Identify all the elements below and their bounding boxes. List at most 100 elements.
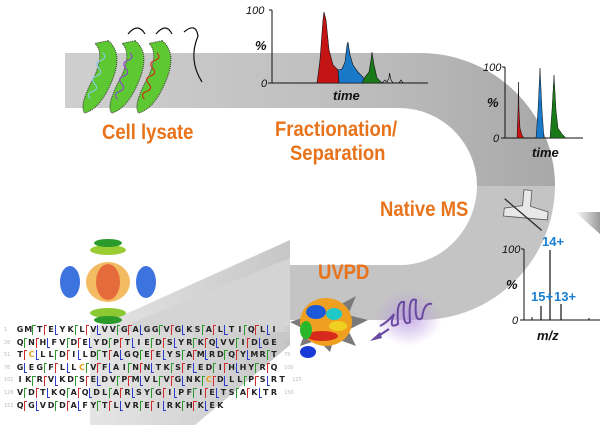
- residue: R: [259, 350, 266, 360]
- residue: I: [156, 400, 160, 410]
- residue: G: [124, 350, 131, 360]
- cleavage-marker: [159, 375, 163, 386]
- step-label-uvpd: UVPD: [318, 261, 370, 284]
- residue: S: [194, 325, 201, 334]
- residue: G: [16, 325, 24, 334]
- residue: L: [113, 400, 119, 410]
- residue: D: [90, 350, 97, 360]
- chrom1-xlabel: time: [333, 88, 360, 103]
- cleavage-marker: [182, 363, 186, 374]
- residue: S: [228, 387, 235, 397]
- ms-ytick-100: 100: [502, 244, 521, 256]
- fractionation-line2: Separation: [289, 141, 386, 165]
- cleavage-marker: [46, 388, 51, 399]
- ms-ylabel: %: [506, 277, 518, 292]
- residue: F: [48, 362, 54, 372]
- residue: L: [102, 387, 108, 397]
- residue: R: [186, 337, 193, 347]
- residue: E: [48, 325, 54, 334]
- residue: V: [59, 337, 66, 347]
- cleavage-marker: [182, 350, 186, 361]
- step-label-fractionation: Fractionation/ Separation: [275, 118, 397, 165]
- residue: V: [163, 375, 170, 385]
- residue: Y: [144, 387, 150, 397]
- cleavage-marker: [266, 350, 270, 361]
- residue: G: [28, 400, 35, 410]
- residue: K: [251, 387, 258, 397]
- cleavage-marker: [213, 375, 217, 386]
- residue: S: [135, 387, 142, 397]
- residue: I: [18, 375, 22, 385]
- residue: V: [16, 387, 24, 397]
- residue: K: [67, 325, 74, 334]
- residue: K: [59, 375, 66, 385]
- residue: L: [152, 375, 158, 385]
- cleavage-marker: [182, 375, 186, 386]
- sequence-start-number: 26: [4, 339, 11, 346]
- workflow-band-bottom: [290, 186, 555, 320]
- residue: E: [90, 375, 97, 385]
- residue: V: [90, 325, 97, 334]
- cleavage-marker: [32, 375, 36, 386]
- residue: T: [279, 375, 285, 385]
- cleavage-marker: [224, 325, 228, 336]
- cleavage-marker: [108, 337, 112, 348]
- cleavage-marker: [162, 400, 166, 411]
- cleavage-marker: [193, 350, 197, 361]
- residue: C: [28, 350, 35, 360]
- residue: T: [101, 400, 108, 410]
- residue: N: [143, 362, 151, 372]
- residue: P: [248, 375, 255, 385]
- residue: V: [124, 400, 131, 410]
- residue: V: [109, 375, 116, 385]
- residue: T: [228, 325, 235, 334]
- chrom2-ytick-100: 100: [483, 62, 502, 74]
- residue: D: [155, 337, 162, 347]
- residue: G: [36, 362, 43, 372]
- residue: N: [28, 337, 35, 347]
- cleavage-marker: [204, 350, 208, 361]
- cleavage-marker: [243, 325, 248, 336]
- cleavage-marker: [170, 325, 174, 336]
- residue: T: [40, 387, 46, 397]
- residue: G: [174, 325, 182, 334]
- residue: M: [24, 325, 33, 334]
- residue: Y: [178, 337, 185, 347]
- cleavage-marker: [35, 337, 39, 348]
- ms-xlabel: m/z: [537, 328, 559, 343]
- residue: K: [174, 400, 182, 410]
- cleavage-marker: [139, 363, 143, 374]
- residue: Y: [90, 400, 97, 410]
- cleavage-marker: [193, 388, 197, 399]
- residue: G: [151, 325, 159, 334]
- cleavage-marker: [224, 363, 228, 374]
- cleavage-marker: [159, 325, 163, 336]
- residue: L: [48, 350, 54, 360]
- cleavage-marker: [86, 363, 90, 374]
- chrom1-peak-red: [316, 11, 340, 84]
- cleavage-marker: [151, 388, 155, 399]
- residue: T: [36, 325, 43, 334]
- cleavage-marker: [46, 337, 51, 348]
- bacteria-cells-icon: [82, 27, 203, 114]
- uv-photon-icon: [370, 290, 442, 346]
- cleavage-marker: [43, 363, 47, 374]
- residue: K: [163, 362, 170, 372]
- cleavage-marker: [66, 337, 70, 348]
- residue: E: [144, 337, 150, 347]
- cleavage-marker: [170, 363, 174, 374]
- residue: L: [217, 325, 223, 334]
- cleavage-marker: [55, 325, 59, 336]
- residue: Y: [248, 362, 255, 372]
- cleavage-marker: [35, 388, 39, 399]
- cleavage-marker: [258, 337, 262, 348]
- residue: V: [143, 375, 151, 385]
- cleavage-marker: [35, 350, 39, 361]
- residue: Y: [93, 337, 100, 347]
- cleavage-marker: [32, 325, 36, 336]
- cleavage-marker: [170, 375, 174, 386]
